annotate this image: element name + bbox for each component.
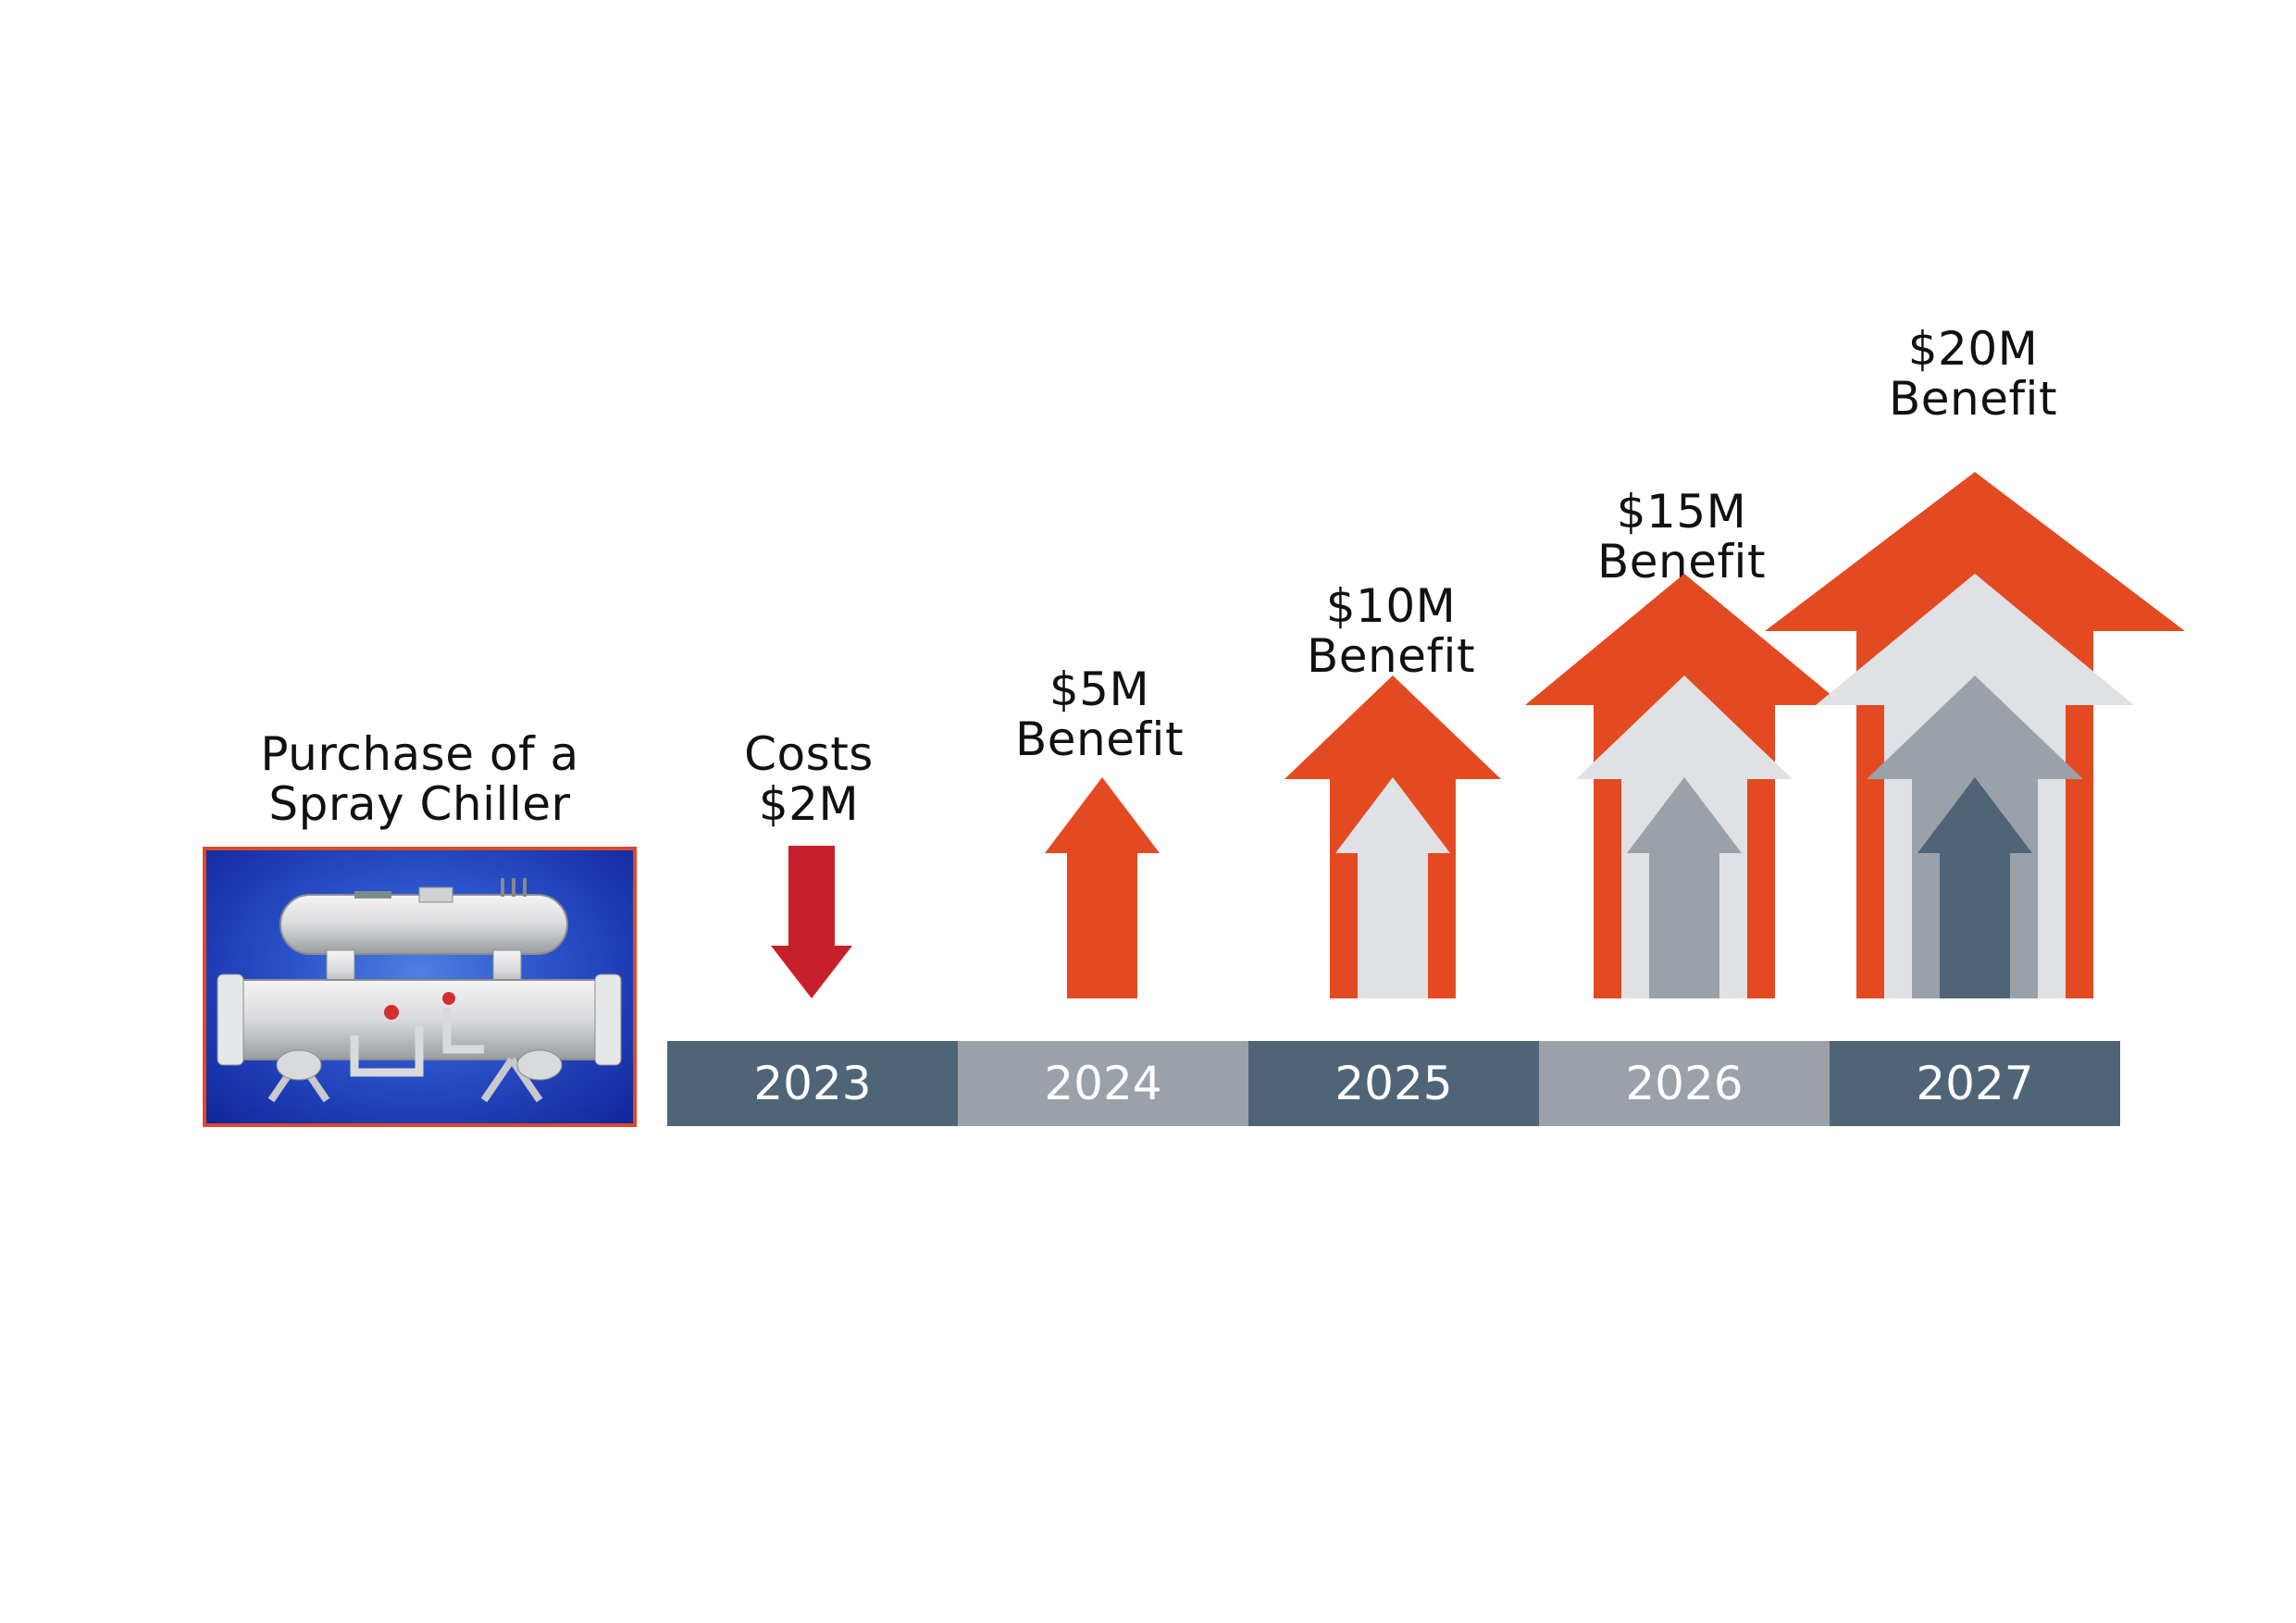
timeline-label-2025-line2: Benefit (1306, 629, 1476, 683)
year-cell-2024: 2024 (958, 1041, 1248, 1126)
year-2024-text: 2024 (1044, 1057, 1162, 1110)
timeline-label-2025: $10M Benefit (1246, 581, 1536, 681)
year-cell-2027: 2027 (1830, 1041, 2120, 1126)
timeline-label-2023-line1: Costs (744, 727, 874, 781)
timeline-label-2023: Costs $2M (664, 729, 954, 829)
cost-arrow-2023 (771, 846, 852, 998)
timeline-label-2027-line1: $20M (1907, 322, 2039, 376)
year-cell-2026: 2026 (1539, 1041, 1830, 1126)
timeline-label-2024-line1: $5M (1049, 663, 1150, 716)
year-2025-text: 2025 (1334, 1057, 1453, 1110)
benefit-arrow-2024-layer-1 (1045, 777, 1160, 998)
timeline-label-2023-line2: $2M (758, 777, 860, 831)
year-cell-2025: 2025 (1248, 1041, 1539, 1126)
year-2023-text: 2023 (753, 1057, 872, 1110)
benefit-arrow-2027-layer-4 (1917, 777, 2032, 998)
year-2026-text: 2026 (1625, 1057, 1744, 1110)
year-2027-text: 2027 (1916, 1057, 2034, 1110)
timeline-label-2024-line2: Benefit (1014, 712, 1185, 766)
year-cell-2023: 2023 (667, 1041, 958, 1126)
timeline-label-2026: $15M Benefit (1536, 487, 1827, 587)
purchase-label: Purchase of a Spray Chiller (203, 729, 637, 829)
purchase-label-line1: Purchase of a (260, 727, 579, 781)
purchase-label-line2: Spray Chiller (268, 777, 571, 831)
spray-chiller-photo (203, 847, 637, 1127)
timeline-label-2024: $5M Benefit (954, 664, 1245, 764)
benefit-arrow-2025-layer-2 (1335, 777, 1450, 998)
timeline-label-2027-line2: Benefit (1888, 372, 2058, 426)
timeline-label-2027: $20M Benefit (1828, 324, 2118, 424)
timeline-label-2026-line1: $15M (1616, 485, 1747, 539)
spray-chiller-illustration (217, 878, 622, 1103)
timeline-label-2025-line1: $10M (1325, 579, 1457, 633)
benefit-arrow-2026-layer-3 (1627, 777, 1742, 998)
